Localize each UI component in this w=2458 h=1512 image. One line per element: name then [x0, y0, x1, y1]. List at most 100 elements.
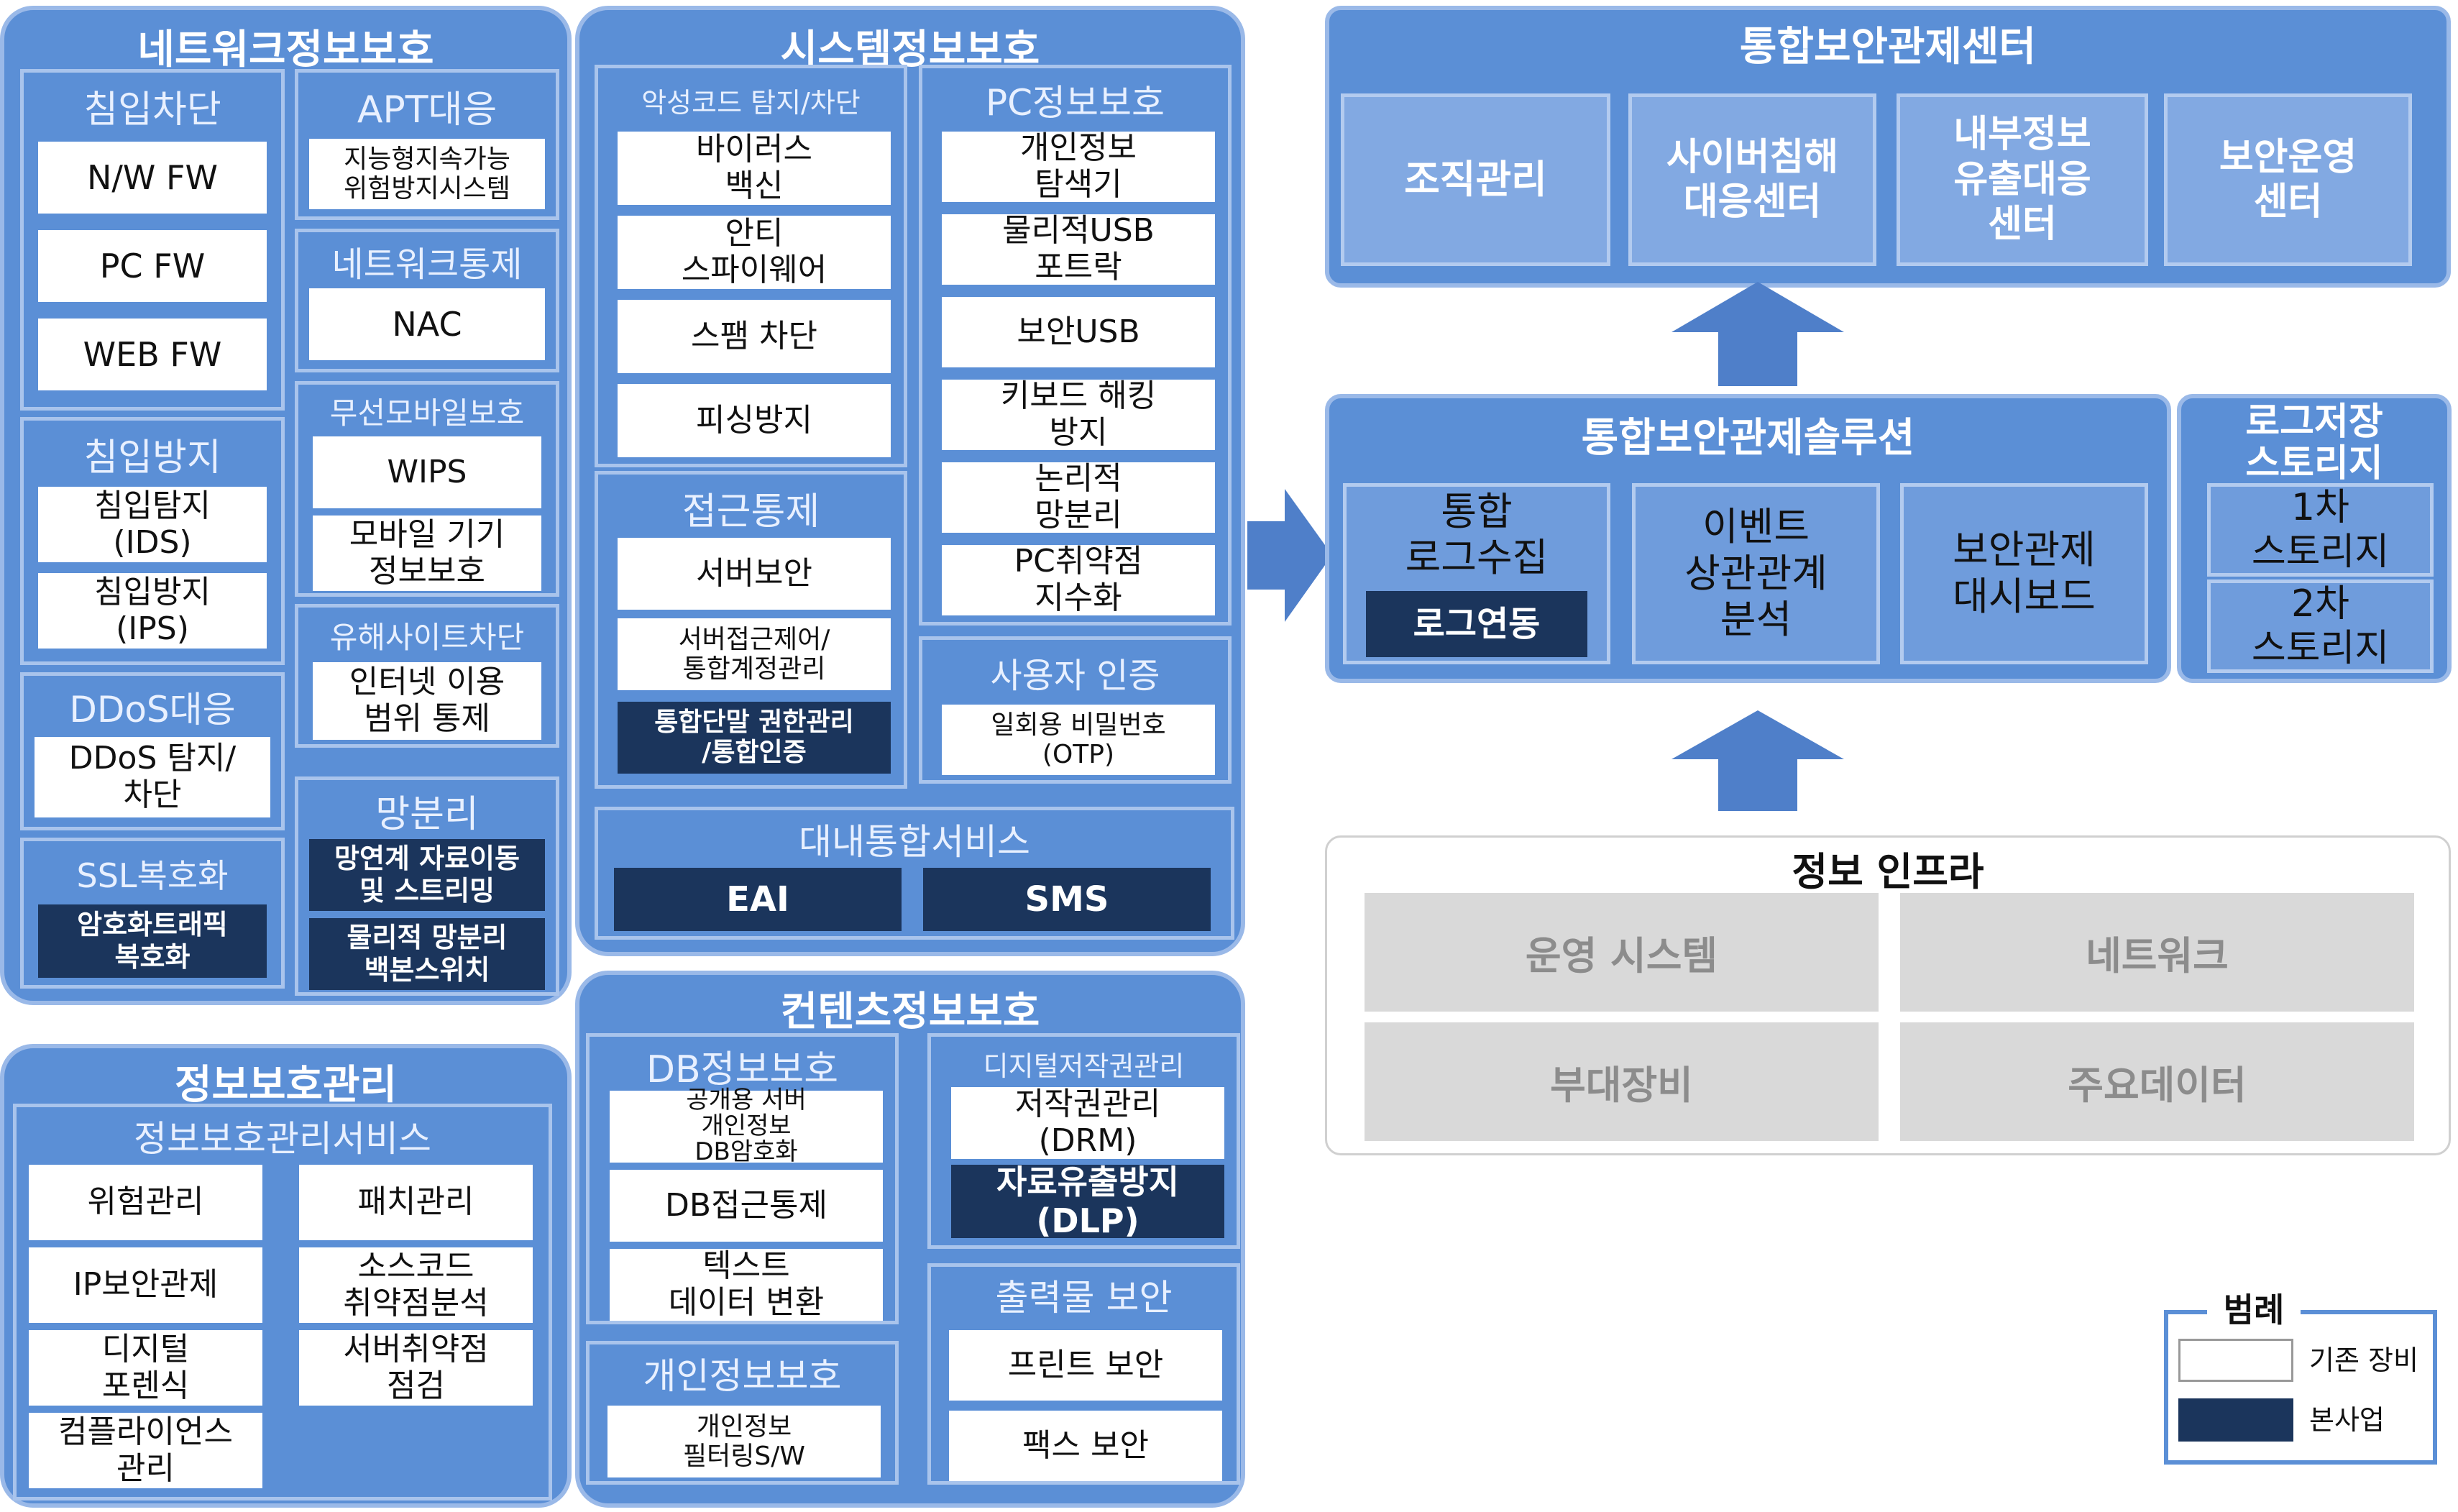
eai-box: EAI — [614, 868, 902, 931]
user-auth-title: 사용자 인증 — [990, 656, 1160, 696]
antispyware-box: 안티 스파이웨어 — [618, 216, 891, 289]
privacy-filter-box: 개인정보 필터링S/W — [607, 1406, 881, 1477]
intrusion-prevention-title: 침입방지 — [83, 436, 221, 480]
auxiliary-tile: 부대장비 — [1365, 1022, 1879, 1141]
harmful-site-block-group: 유해사이트차단 인터넷 이용 범위 통제 — [295, 604, 559, 748]
encrypted-traffic-box: 암호화트래픽 복호화 — [38, 904, 267, 978]
drm-box: 저작권관리 (DRM) — [951, 1086, 1224, 1159]
pc-security-group: PC정보보호 개인정보 탐색기 물리적USB 포트락 보안USB 키보드 해킹 … — [919, 65, 1232, 626]
ddos-detect-box: DDoS 탐지/ 차단 — [35, 737, 270, 817]
ssl-decryption-title: SSL복호화 — [76, 856, 229, 895]
ip-security-box: IP보안관제 — [29, 1247, 262, 1323]
web-fw-box: WEB FW — [38, 319, 267, 390]
log-collect-label: 통합 로그수집 — [1405, 489, 1549, 580]
nw-fw-box: N/W FW — [38, 142, 267, 214]
ids-box: 침입탐지 (IDS) — [38, 487, 267, 562]
legend-project-swatch — [2178, 1398, 2293, 1442]
risk-mgmt-box: 위험관리 — [29, 1165, 262, 1240]
operating-system-tile: 운영 시스템 — [1365, 893, 1879, 1012]
secondary-storage-tile: 2차 스토리지 — [2207, 579, 2434, 673]
pc-security-title: PC정보보호 — [985, 82, 1165, 124]
spam-block-box: 스팸 차단 — [618, 300, 891, 373]
management-service-title: 정보보호관리서비스 — [134, 1118, 431, 1160]
otp-box: 일회용 비밀번호 (OTP) — [942, 705, 1215, 775]
wireless-mobile-group: 무선모바일보호 WIPS 모바일 기기 정보보호 — [295, 381, 559, 597]
server-access-box: 서버접근제어/ 통합계정관리 — [618, 618, 891, 690]
security-solution-title: 통합보안관제솔루션 — [1581, 414, 1915, 462]
legend-existing-swatch — [2178, 1339, 2293, 1382]
network-separation-group: 망분리 망연계 자료이동 및 스트리밍 물리적 망분리 백본스위치 — [295, 776, 559, 996]
info-infra-title: 정보 인프라 — [1792, 848, 1984, 894]
dlp-box: 자료유출방지 (DLP) — [951, 1163, 1224, 1240]
privacy-group: 개인정보보호 개인정보 필터링S/W — [586, 1341, 899, 1485]
apt-box: 지능형지속가능 위험방지시스템 — [309, 139, 545, 209]
print-security-group: 출력물 보안 프린트 보안 팩스 보안 — [927, 1263, 1240, 1485]
ops-center-tile: 보안운영 센터 — [2164, 93, 2412, 266]
intrusion-block-group: 침입차단 N/W FW PC FW WEB FW — [20, 69, 285, 411]
intrusion-prevention-group: 침입방지 침입탐지 (IDS) 침입방지 (IPS) — [20, 417, 285, 665]
org-mgmt-tile: 조직관리 — [1341, 93, 1610, 266]
antivirus-box: 바이러스 백신 — [618, 132, 891, 205]
ips-box: 침입방지 (IPS) — [38, 573, 267, 649]
db-access-box: DB접근통제 — [610, 1170, 883, 1242]
internet-control-box: 인터넷 이용 범위 통제 — [313, 662, 541, 740]
network-separation-title: 망분리 — [375, 793, 479, 836]
intrusion-block-title: 침입차단 — [83, 88, 221, 132]
print-security-title: 출력물 보안 — [995, 1277, 1173, 1319]
network-control-group: 네트워크통제 NAC — [295, 229, 559, 372]
privacy-scanner-box: 개인정보 탐색기 — [942, 130, 1215, 203]
network-tile: 네트워크 — [1900, 893, 2414, 1012]
internal-service-title: 대내통합서비스 — [799, 821, 1030, 863]
logical-separation-box: 논리적 망분리 — [942, 461, 1215, 533]
compliance-box: 컴플라이언스 관리 — [29, 1413, 262, 1488]
security-management-title: 정보보호관리 — [174, 1061, 398, 1109]
apt-title: APT대응 — [357, 88, 497, 132]
management-service-group: 정보보호관리서비스 위험관리 IP보안관제 디지털 포렌식 컴플라이언스 관리 … — [13, 1104, 552, 1500]
sms-box: SMS — [923, 868, 1211, 931]
cyber-response-tile: 사이버침해 대응센터 — [1628, 93, 1876, 266]
apt-group: APT대응 지능형지속가능 위험방지시스템 — [295, 69, 559, 220]
drm-group: 디지털저작권관리 저작권관리 (DRM) 자료유출방지 (DLP) — [927, 1033, 1240, 1249]
access-control-group: 접근통제 서버보안 서버접근제어/ 통합계정관리 통합단말 권한관리 /통합인증 — [595, 471, 907, 789]
security-center-title: 통합보안관제센터 — [1739, 23, 2037, 70]
nac-box: NAC — [309, 288, 545, 360]
event-correlation-tile: 이벤트 상관관계 분석 — [1632, 483, 1880, 664]
integrated-auth-box: 통합단말 권한관리 /통합인증 — [618, 702, 891, 774]
user-auth-group: 사용자 인증 일회용 비밀번호 (OTP) — [919, 636, 1232, 784]
right-arrow — [1247, 489, 1332, 622]
drm-title: 디지털저작권관리 — [983, 1050, 1185, 1082]
keyboard-hacking-box: 키보드 해킹 방지 — [942, 378, 1215, 451]
legend-existing-label: 기존 장비 — [2309, 1344, 2418, 1376]
fax-box: 팩스 보안 — [949, 1411, 1222, 1481]
up-arrow-bottom — [1671, 710, 1844, 811]
patch-mgmt-box: 패치관리 — [299, 1165, 533, 1240]
wireless-mobile-title: 무선모바일보호 — [329, 395, 525, 431]
log-storage-title: 로그저장 스토리지 — [2245, 400, 2383, 485]
db-security-group: DB정보보호 공개용 서버 개인정보 DB암호화 DB접근통제 텍스트 데이터 … — [586, 1033, 899, 1324]
network-security-title: 네트워크정보보호 — [137, 26, 434, 73]
access-control-title: 접근통제 — [682, 490, 820, 533]
ddos-group: DDoS대응 DDoS 탐지/ 차단 — [20, 672, 285, 830]
ssl-decryption-group: SSL복호화 암호화트래픽 복호화 — [20, 838, 285, 989]
primary-storage-tile: 1차 스토리지 — [2207, 483, 2434, 577]
network-control-title: 네트워크통제 — [331, 244, 523, 285]
pc-vulnerability-box: PC취약점 지수화 — [942, 544, 1215, 616]
malware-title: 악성코드 탐지/차단 — [641, 86, 861, 119]
server-security-box: 서버보안 — [618, 538, 891, 610]
mobile-device-box: 모바일 기기 정보보호 — [313, 516, 541, 591]
wips-box: WIPS — [313, 436, 541, 508]
dashboard-tile: 보안관제 대시보드 — [1900, 483, 2148, 664]
text-transform-box: 텍스트 데이터 변환 — [610, 1248, 883, 1321]
pc-fw-box: PC FW — [38, 230, 267, 302]
legend-project-label: 본사업 — [2309, 1404, 2385, 1436]
malware-group: 악성코드 탐지/차단 바이러스 백신 안티 스파이웨어 스팸 차단 피싱방지 — [595, 65, 907, 467]
physical-separation-box: 물리적 망분리 백본스위치 — [309, 918, 545, 990]
internal-service-group: 대내통합서비스 EAI SMS — [595, 807, 1234, 940]
db-encryption-box: 공개용 서버 개인정보 DB암호화 — [610, 1088, 883, 1165]
network-link-box: 망연계 자료이동 및 스트리밍 — [309, 839, 545, 911]
contents-security-title: 컨텐츠정보보호 — [780, 988, 1040, 1035]
server-vuln-box: 서버취약점 점검 — [299, 1330, 533, 1406]
usb-portlock-box: 물리적USB 포트락 — [942, 213, 1215, 285]
ddos-title: DDoS대응 — [69, 689, 236, 730]
